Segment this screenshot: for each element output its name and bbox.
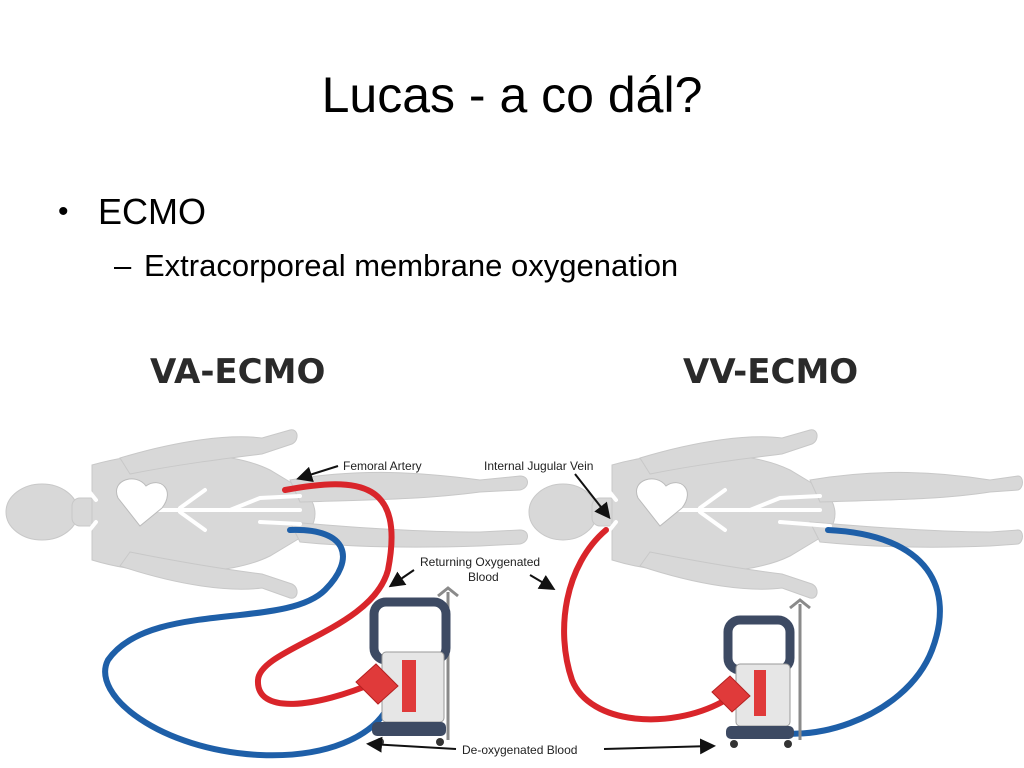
deoxygenated-blood-label: De-oxygenated Blood bbox=[462, 743, 577, 757]
va-deoxygenated-cannula bbox=[102, 526, 388, 759]
bullet-list: • ECMO – Extracorporeal membrane oxygena… bbox=[56, 190, 678, 286]
returning-arrow-left bbox=[388, 569, 415, 588]
vv-ecmo-label: VV-ECMO bbox=[683, 352, 858, 392]
sub-bullet-marker: – bbox=[114, 248, 132, 283]
patient-body-right bbox=[528, 429, 1023, 599]
internal-jugular-vein-label: Internal Jugular Vein bbox=[484, 459, 593, 473]
vv-deoxygenated-cannula bbox=[749, 527, 943, 737]
ecmo-machine-right bbox=[711, 598, 811, 748]
heart-right bbox=[636, 478, 688, 527]
slide-title: Lucas - a co dál? bbox=[321, 67, 703, 123]
va-oxygenated-cannula bbox=[254, 481, 395, 707]
vv-oxygenated-cannula bbox=[561, 527, 725, 723]
sub-bullet-item: – Extracorporeal membrane oxygenation bbox=[114, 246, 678, 286]
internal-jugular-vein-arrow bbox=[574, 473, 611, 520]
va-ecmo-label: VA-ECMO bbox=[150, 352, 325, 392]
ecmo-illustration: VA-ECMO VV-ECMO bbox=[5, 352, 1023, 759]
heart-left bbox=[116, 478, 168, 527]
returning-arrow-right bbox=[529, 574, 556, 591]
deoxygenated-arrow-left bbox=[366, 736, 457, 753]
returning-oxygenated-label-line1: Returning Oxygenated bbox=[420, 555, 540, 569]
bullet-item-ecmo: • ECMO bbox=[56, 190, 678, 234]
ecmo-diagram: VA-ECMO VV-ECMO bbox=[0, 330, 1024, 768]
returning-oxygenated-label-line2: Blood bbox=[468, 570, 499, 584]
sub-bullet-text: Extracorporeal membrane oxygenation bbox=[144, 248, 679, 283]
ecmo-machine-left bbox=[355, 586, 459, 746]
deoxygenated-arrow-right bbox=[603, 738, 716, 755]
femoral-artery-label: Femoral Artery bbox=[343, 459, 422, 473]
bullet-text: ECMO bbox=[98, 191, 206, 232]
bullet-marker: • bbox=[58, 195, 69, 228]
femoral-artery-arrow bbox=[296, 465, 339, 483]
patient-body-left bbox=[5, 429, 528, 599]
